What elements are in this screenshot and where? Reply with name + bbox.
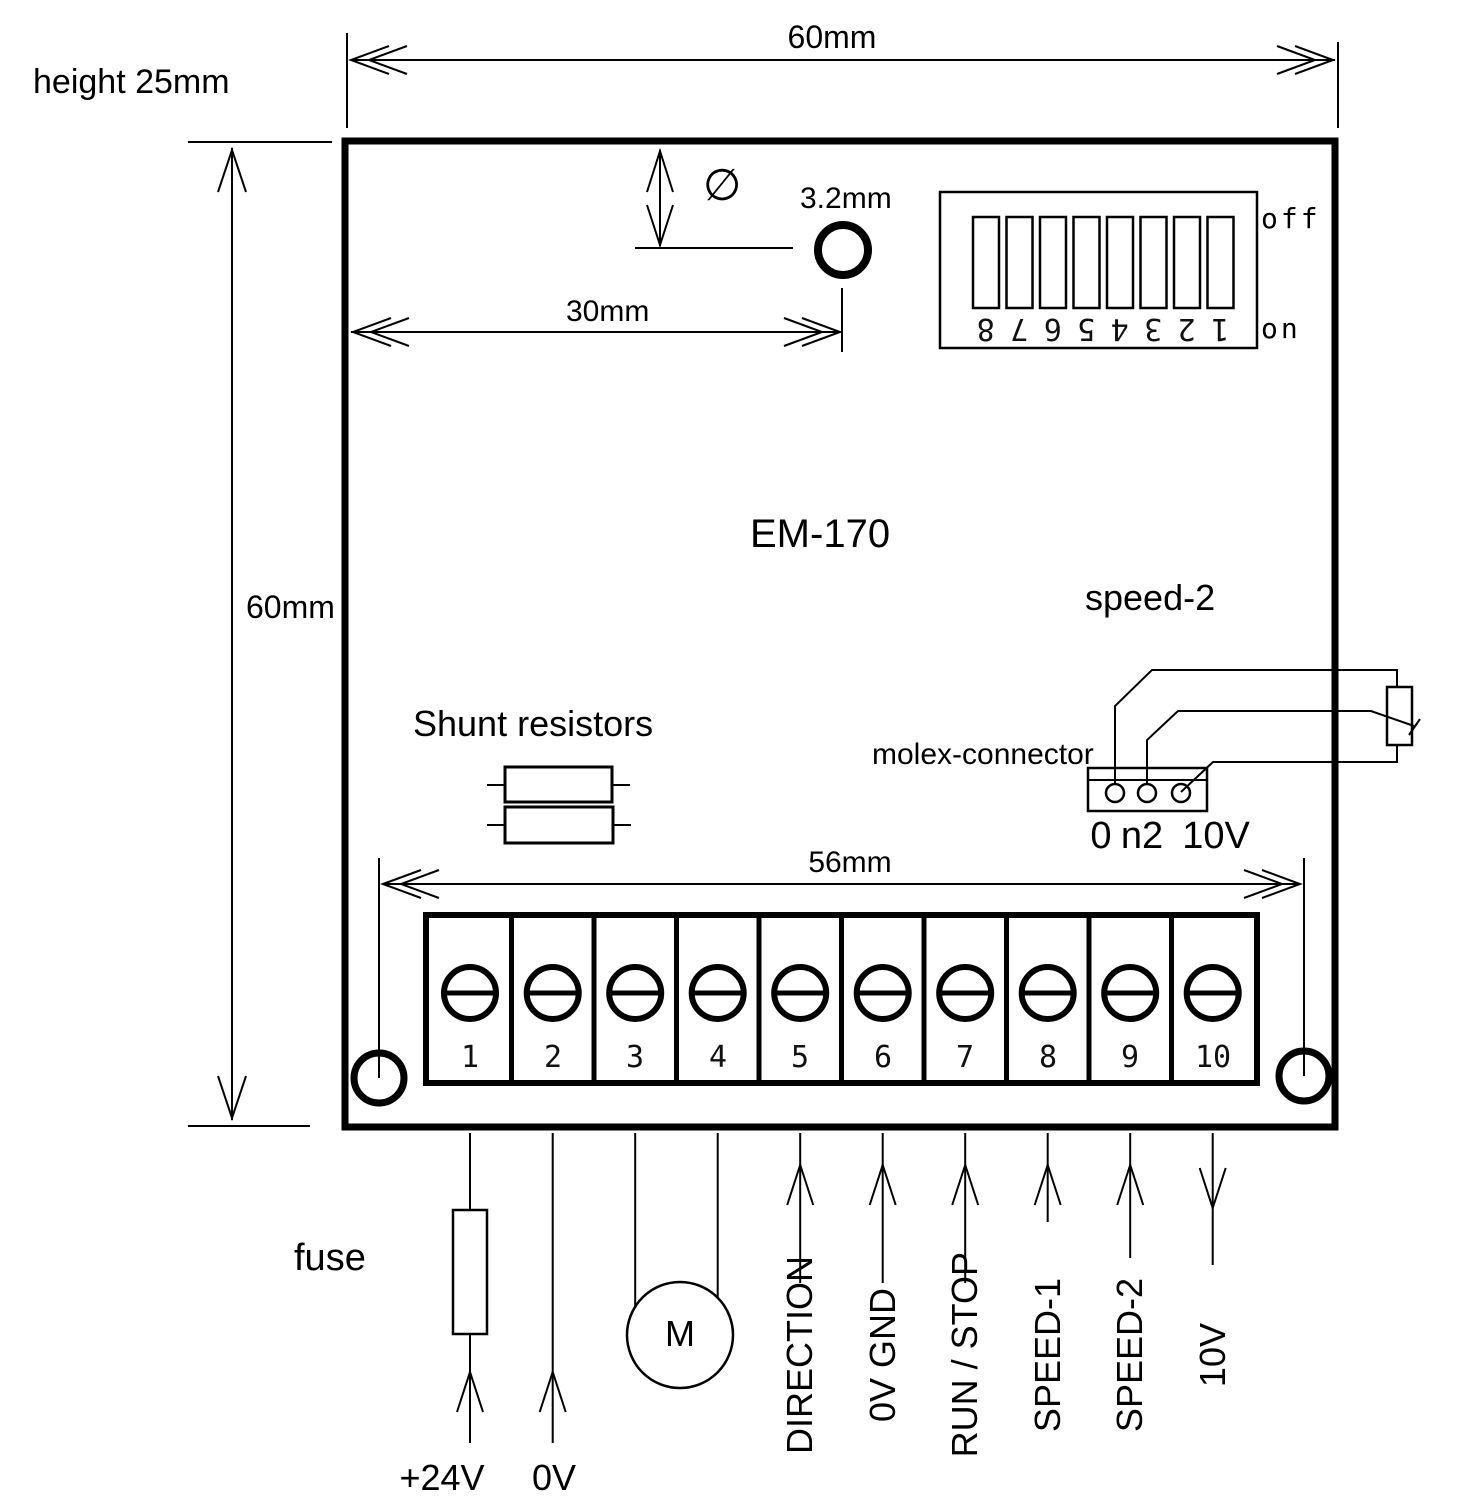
signal-label-direction: DIRECTION — [779, 1256, 820, 1454]
shunt-resistors-label: Shunt resistors — [413, 703, 654, 744]
terminal-number: 5 — [790, 1040, 810, 1075]
molex-pin-n2-label: n2 — [1120, 815, 1164, 857]
terminal-number: 9 — [1120, 1040, 1140, 1075]
terminal-wiring — [451, 1133, 1227, 1443]
dip-switch-numbers: 1 2 3 4 5 6 7 8 — [969, 308, 1237, 346]
plus24v-label: +24V — [399, 1457, 485, 1498]
shunt-resistors — [487, 765, 631, 845]
speed2-potentiometer-wiring — [1114, 669, 1421, 793]
terminal-number: 2 — [543, 1040, 563, 1075]
molex-pin-0-label: 0 — [1090, 815, 1112, 857]
dip-number: 2 — [1177, 311, 1196, 346]
signal-label-10v: 10V — [1192, 1322, 1233, 1388]
dip-number: 8 — [976, 311, 995, 346]
zero-volt-label: 0V — [531, 1457, 577, 1498]
dip-number: 5 — [1077, 311, 1096, 346]
signal-label-0v-gnd: 0V GND — [862, 1287, 903, 1423]
fuse-symbol — [451, 1208, 489, 1336]
terminal-number: 1 — [460, 1040, 480, 1075]
dip-on-label: on — [1261, 312, 1301, 345]
terminal-number: 7 — [955, 1040, 975, 1075]
board-model-title: EM-170 — [750, 512, 891, 556]
left-height-dimension — [188, 141, 332, 1127]
hole-vertical-dimension — [635, 147, 793, 249]
hole-offset-dimension — [350, 317, 843, 347]
dip-number: 4 — [1110, 311, 1129, 346]
diameter-symbol-icon: ∅ — [703, 161, 742, 210]
hole-offset-label: 30mm — [566, 295, 650, 328]
dip-switch — [938, 190, 1259, 350]
dip-number: 1 — [1211, 311, 1230, 346]
mounting-hole-top — [814, 221, 872, 279]
dip-number: 7 — [1010, 311, 1029, 346]
terminal-number: 8 — [1038, 1040, 1058, 1075]
mounting-hole-bottom-left — [350, 1049, 408, 1107]
dip-number: 3 — [1144, 311, 1163, 346]
speed2-label: speed-2 — [1085, 577, 1216, 618]
terminal-block — [423, 912, 1260, 1086]
molex-pin-10v-label: 10V — [1182, 815, 1250, 857]
screw-terminals — [441, 964, 1242, 1022]
top-width-dimension — [346, 33, 1339, 128]
terminal-span-label: 56mm — [808, 846, 892, 879]
terminal-number: 6 — [873, 1040, 893, 1075]
dip-off-label: off — [1261, 202, 1321, 235]
signal-label-run-stop: RUN / STOP — [944, 1252, 985, 1458]
terminal-number: 10 — [1194, 1040, 1232, 1075]
board-height-note: height 25mm — [33, 63, 230, 101]
terminal-number: 3 — [625, 1040, 645, 1075]
top-width-label: 60mm — [787, 19, 877, 55]
signal-label-speed2: SPEED-2 — [1109, 1277, 1150, 1433]
left-height-label: 60mm — [246, 589, 335, 625]
fuse-label: fuse — [294, 1237, 366, 1279]
dip-number: 6 — [1043, 311, 1062, 346]
signal-label-speed1: SPEED-1 — [1027, 1277, 1068, 1433]
potentiometer — [1385, 685, 1414, 747]
motor-letter: M — [665, 1313, 695, 1354]
hole-diameter-label: 3.2mm — [800, 182, 892, 215]
molex-connector-label: molex-connector — [872, 738, 1094, 771]
board-outline — [341, 137, 1339, 1131]
terminal-number: 4 — [708, 1040, 728, 1075]
terminal-span-dimension — [378, 858, 1305, 1078]
motor-symbol — [625, 1280, 735, 1390]
mounting-hole-bottom-right — [1275, 1047, 1333, 1105]
